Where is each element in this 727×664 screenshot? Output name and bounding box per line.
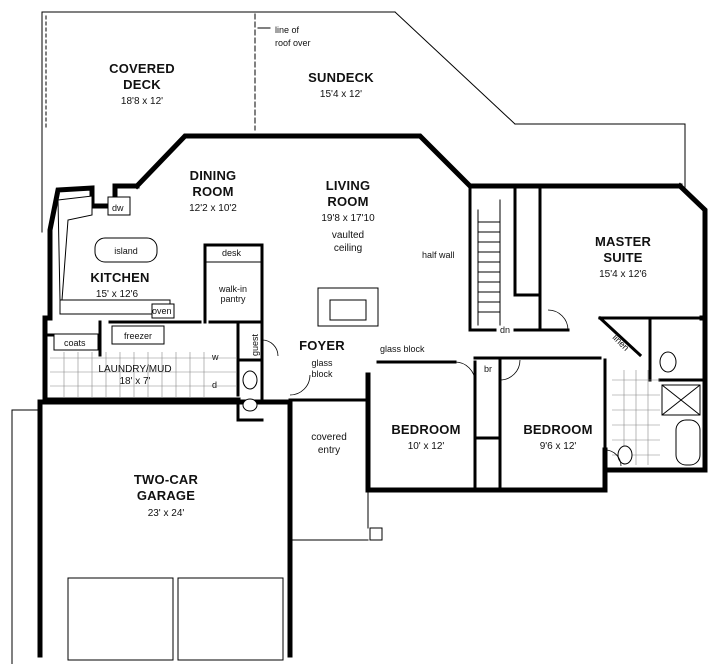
laundry-title: LAUNDRY/MUD [98,364,171,375]
covered-deck-title-1: COVERED [109,61,175,76]
kitchen-size: 15' x 12'6 [96,289,139,300]
washer-label: w [211,352,219,362]
stairs-down-label: dn [500,325,510,335]
island-label: island [114,246,138,256]
foyer-title: FOYER [299,338,345,353]
half-wall-label: half wall [422,250,455,260]
garage-size: 23' x 24' [148,508,185,519]
laundry-size: 18' x 7' [119,376,150,387]
bedroom-2-title: BEDROOM [523,422,592,437]
dining-title-1: DINING [190,168,237,183]
bath-fixtures [242,351,701,466]
freezer-label: freezer [124,331,152,341]
living-size: 19'8 x 17'10 [321,213,375,224]
coats-label: coats [64,338,86,348]
roof-line-label-2: roof over [275,38,311,48]
desk-label: desk [222,248,242,258]
covered-deck-size: 18'8 x 12' [121,96,163,107]
linen-label: linen [611,332,632,353]
sundeck-size: 15'4 x 12' [320,89,362,100]
stairs [477,199,501,326]
master-title-1: MASTER [595,234,652,249]
kitchen-title: KITCHEN [90,270,149,285]
living-title-1: LIVING [326,178,371,193]
living-note-1: vaulted [332,230,364,241]
sundeck-title: SUNDECK [308,70,374,85]
master-title-2: SUITE [603,250,642,265]
guest-label: guest [250,333,260,356]
broom-closet-label: br [484,364,492,374]
covered-entry-label-2: entry [318,445,340,456]
dryer-label: d [212,380,217,390]
interior-walls [43,184,707,492]
master-size: 15'4 x 12'6 [599,269,647,280]
glass-block-top-label: glass block [380,344,425,354]
oven-label: oven [152,306,172,316]
kitchen-counters [53,195,175,351]
living-title-2: ROOM [327,194,368,209]
covered-entry-label-1: covered [311,432,347,443]
garage-doors [11,409,284,664]
room-labels: line of roof over COVERED DECK 18'8 x 12… [90,25,651,519]
pantry-label-2: pantry [220,294,246,304]
covered-deck-title-2: DECK [123,77,161,92]
bedroom-2-size: 9'6 x 12' [540,441,577,452]
bedroom-1-size: 10' x 12' [408,441,445,452]
glass-block-label-1: glass [311,358,333,368]
garage-title-2: GARAGE [137,488,195,503]
deck-outline [41,11,686,233]
entry-walk [291,491,383,541]
pantry-label-1: walk-in [218,284,247,294]
dining-title-2: ROOM [192,184,233,199]
glass-block-label-2: block [311,369,333,379]
fireplace [317,287,379,327]
dishwasher-label: dw [112,203,124,213]
bedroom-1-title: BEDROOM [391,422,460,437]
garage-title-1: TWO-CAR [134,472,199,487]
dining-size: 12'2 x 10'2 [189,203,237,214]
laundry-tile-floor [50,352,236,398]
doors [261,309,622,467]
living-note-2: ceiling [334,243,362,254]
roof-line-label-1: line of [275,25,300,35]
